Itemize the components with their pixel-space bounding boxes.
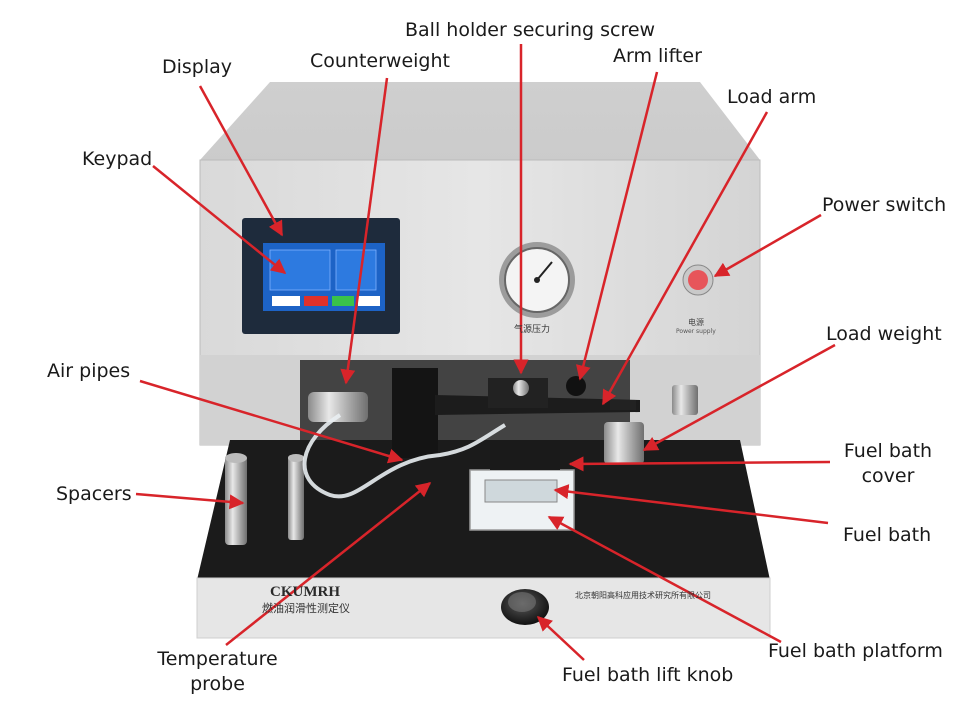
pointer-arm-lifter — [576, 71, 659, 381]
pointer-temperature-probe — [225, 482, 432, 646]
load-arm-assembly — [308, 368, 640, 458]
label-power-switch: Power switch — [822, 194, 947, 216]
pointer-keypad — [152, 165, 287, 274]
device-name-cn: 燃油润滑性测定仪 — [262, 602, 350, 615]
air-pipes — [302, 413, 507, 499]
maker-name-cn: 北京朝阳高科应用技术研究所有限公司 — [575, 591, 711, 600]
pointer-fuel-bath — [553, 484, 829, 525]
label-fuel-bath: Fuel bath — [843, 524, 932, 546]
display-panel — [242, 218, 400, 334]
label-temperature-probe-line2: probe — [190, 673, 245, 695]
label-air-pipes: Air pipes — [47, 360, 131, 382]
pointer-fuel-bath-cover — [568, 456, 831, 472]
pointer-display — [198, 85, 284, 237]
pointer-fuel-bath-lift-knob — [536, 615, 585, 661]
label-keypad: Keypad — [82, 148, 153, 170]
pointer-power-switch — [713, 213, 822, 278]
pointer-spacers — [135, 492, 245, 510]
label-fuel-bath-lift-knob: Fuel bath lift knob — [562, 664, 734, 686]
power-label-cn: 电源 — [688, 318, 704, 327]
label-load-weight: Load weight — [826, 323, 942, 345]
model-label: CKUMRH — [270, 584, 340, 600]
label-fuel-bath-platform: Fuel bath platform — [768, 640, 943, 662]
pointer-fuel-bath-platform — [547, 515, 782, 644]
gauge-label: 气源压力 — [514, 325, 551, 335]
pointer-load-arm — [601, 111, 769, 406]
label-spacers: Spacers — [56, 483, 132, 505]
pointer-load-weight — [642, 343, 836, 452]
label-temperature-probe-line1: Temperature — [157, 648, 278, 670]
pointer-lines — [135, 44, 836, 661]
label-fuel-bath-cover-line1: Fuel bath — [843, 440, 933, 462]
label-counterweight: Counterweight — [310, 50, 450, 72]
pressure-gauge — [499, 242, 575, 318]
load-weight — [604, 385, 698, 464]
label-load-arm: Load arm — [727, 86, 817, 108]
label-fuel-bath-cover-line2: cover — [861, 465, 915, 487]
label-arm-lifter: Arm lifter — [613, 45, 702, 67]
pointer-air-pipes — [139, 379, 404, 464]
label-ball-holder-screw: Ball holder securing screw — [405, 19, 656, 41]
power-label-en: Power supply — [676, 328, 716, 335]
pointer-counterweight — [340, 77, 389, 385]
power-switch — [682, 264, 714, 296]
label-display: Display — [162, 56, 233, 78]
